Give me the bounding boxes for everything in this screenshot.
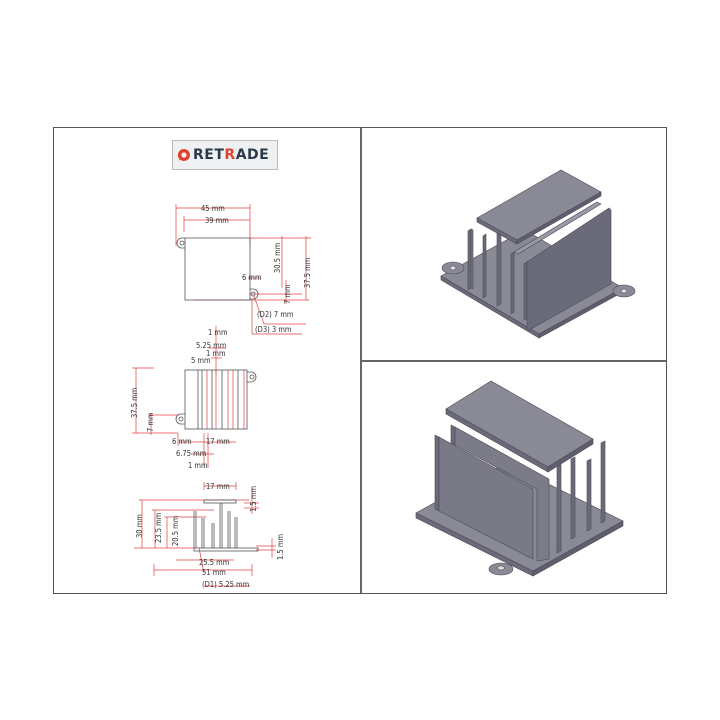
dim-6mm-top: 6 mm xyxy=(242,273,262,282)
dim-7mm-front: 7 mm xyxy=(146,412,155,432)
logo-text: RETRADE xyxy=(193,147,269,163)
dim-17mm-side: 17 mm xyxy=(206,482,230,491)
horizontal-divider xyxy=(361,360,666,362)
dim-20-5mm: 20.5 mm xyxy=(171,516,180,546)
dim-d3: (D3) 3 mm xyxy=(255,325,291,334)
isometric-view-1 xyxy=(440,169,636,339)
dim-6mm-front: 6 mm xyxy=(172,437,192,446)
dim-1mm-c: 1 mm xyxy=(188,461,208,470)
location-pin-icon xyxy=(177,148,190,161)
dim-d1: (D1) 5.25 mm xyxy=(202,580,249,589)
dim-30-5mm: 30.5 mm xyxy=(273,243,282,273)
dim-30mm: 30 mm xyxy=(135,514,144,538)
dim-45mm: 45 mm xyxy=(201,204,225,213)
dim-d2: (D2) 7 mm xyxy=(257,310,293,319)
dim-39mm: 39 mm xyxy=(205,216,229,225)
dim-5-25mm: 5.25 mm xyxy=(196,341,226,350)
dim-1-5mm-top: 1.5 mm xyxy=(249,486,258,512)
dim-37-5mm: 37.5 mm xyxy=(303,258,312,288)
dim-1mm-b: 1 mm xyxy=(206,349,226,358)
vertical-divider xyxy=(360,128,362,593)
dim-1-5mm-bottom: 1.5 mm xyxy=(276,534,285,560)
dim-7mm-top: 7 mm xyxy=(283,284,292,304)
dim-17mm-front: 17 mm xyxy=(206,437,230,446)
isometric-view-2 xyxy=(415,380,624,577)
retrade-logo: RETRADE xyxy=(172,140,278,170)
logo-text-part: ADE xyxy=(235,147,270,163)
dim-37-5mm-front: 37.5 mm xyxy=(130,388,139,418)
dim-25-5mm: 25.5 mm xyxy=(199,558,229,567)
dim-23-5mm: 23.5 mm xyxy=(154,513,163,543)
dim-6-75mm: 6.75 mm xyxy=(176,449,206,458)
dim-51mm: 51 mm xyxy=(202,568,226,577)
dim-5mm: 5 mm xyxy=(191,356,211,365)
dim-1mm-a: 1 mm xyxy=(208,328,228,337)
logo-text-accent: R xyxy=(224,147,236,163)
drawing-sheet: RETRADE xyxy=(53,127,667,594)
logo-text-part: RET xyxy=(193,147,225,163)
technical-drawing-2d: 45 mm 39 mm 30.5 mm 37.5 mm 6 mm 7 mm (D… xyxy=(130,204,312,589)
